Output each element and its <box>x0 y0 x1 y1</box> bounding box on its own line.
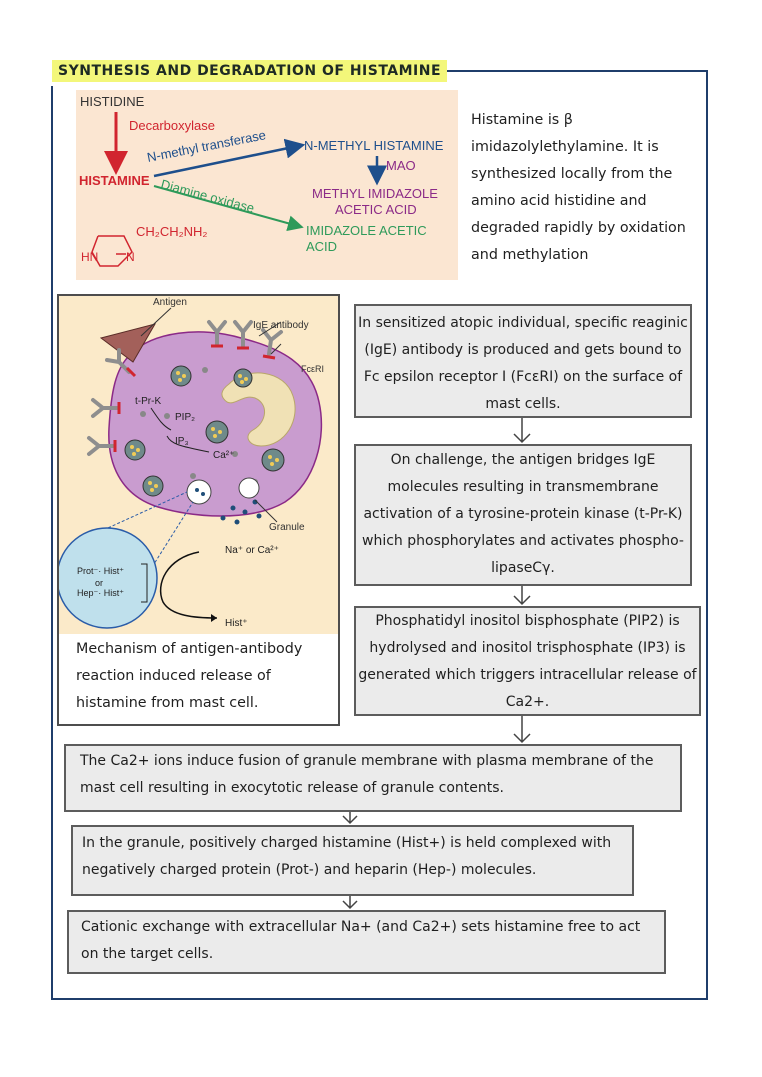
side-chain-label: CH₂CH₂NH₂ <box>136 224 207 239</box>
ige-antibody-label: IgE antibody <box>253 320 309 331</box>
signal-arrow-1 <box>150 407 172 431</box>
fc-receptor-pointer <box>270 343 282 355</box>
histamine-label: HISTAMINE <box>79 173 150 188</box>
zoom-line-2 <box>114 501 194 627</box>
exocytosis-vesicles <box>186 477 260 505</box>
step-box-3: Phosphatidyl inositol bisphosphate (PIP2… <box>354 606 701 716</box>
pip2-label: PIP₂ <box>175 412 195 423</box>
ip3-label: IP₃ <box>175 436 189 447</box>
arrow-down-5 <box>342 896 358 910</box>
intro-text: Histamine is β imidazolylethylamine. It … <box>471 112 686 263</box>
step-box-2: On challenge, the antigen bridges IgE mo… <box>354 444 692 586</box>
step-box-1: In sensitized atopic individual, specifi… <box>354 304 692 418</box>
histamine-pathway-diagram: HISTIDINE Decarboxylase HISTAMINE N-meth… <box>76 90 458 280</box>
granule-pointer <box>254 499 278 523</box>
imidazole-ring-structure <box>91 235 133 267</box>
na-ca-label: Na⁺ or Ca²⁺ <box>225 545 279 556</box>
frame-top-line <box>433 70 708 72</box>
antigen-label: Antigen <box>153 297 187 308</box>
antigen-pointer <box>140 307 172 337</box>
frame-left-line <box>51 86 53 1000</box>
ring-hn-label: HN <box>81 250 98 264</box>
or-label: or <box>95 578 103 588</box>
ige-antibodies <box>87 320 283 456</box>
zoom-line-1 <box>98 491 188 533</box>
arrow-down-2 <box>513 586 531 606</box>
hep-hist-label: Hep⁻· Hist⁺ <box>77 588 124 598</box>
imidazole-line1: IMIDAZOLE ACETIC <box>306 223 427 238</box>
diamine-oxidase-arrow <box>153 185 304 232</box>
fc-receptor-label: FcεRI <box>301 364 324 374</box>
methyl-imidazole-line1: METHYL IMIDAZOLE <box>312 186 438 201</box>
t-pr-k-label: t-Pr-K <box>135 396 161 407</box>
mao-label: MAO <box>386 158 416 173</box>
prot-hist-label: Prot⁻· Hist⁺ <box>77 566 124 576</box>
ring-n-label: N <box>126 250 135 264</box>
imidazole-line2: ACID <box>306 239 337 254</box>
mast-cell-diagram: Antigen IgE antibody FcεRI t-Pr-K PIP₂ I… <box>59 296 338 634</box>
frame-bottom-line <box>51 998 708 1000</box>
arrow-down-3 <box>513 716 531 744</box>
arrow-down-1 <box>513 418 531 444</box>
granule-label: Granule <box>269 522 305 533</box>
ige-pointer <box>258 321 282 337</box>
histidine-label: HISTIDINE <box>80 94 145 109</box>
ca2-label: Ca²⁺ <box>213 450 234 461</box>
arrow-down-4 <box>342 812 358 825</box>
pathway-background <box>76 90 458 280</box>
nucleus <box>221 372 296 447</box>
page-title: SYNTHESIS AND DEGRADATION OF HISTAMINE <box>52 60 448 82</box>
n-methyl-arrow <box>153 138 306 178</box>
mast-cell-caption: Mechanism of antigen-antibody reaction i… <box>76 641 303 711</box>
fc-receptors <box>113 344 276 452</box>
decarboxylase-label: Decarboxylase <box>129 118 215 133</box>
methyl-imidazole-line2: ACETIC ACID <box>335 202 417 217</box>
zoomed-granule <box>59 527 158 629</box>
step-box-4: The Ca2+ ions induce fusion of granule m… <box>64 744 682 812</box>
granules <box>124 365 285 497</box>
n-methyl-histamine-label: N-METHYL HISTAMINE <box>304 138 444 153</box>
cation-exchange-arrow <box>159 551 218 619</box>
frame-right-line <box>706 70 708 1000</box>
step-box-5: In the granule, positively charged hista… <box>71 825 634 896</box>
hist-label: Hist⁺ <box>225 618 248 629</box>
granule-dots <box>130 371 279 492</box>
step-box-6: Cationic exchange with extracellular Na+… <box>67 910 666 974</box>
signal-arrow-2 <box>166 435 210 453</box>
complex-bracket <box>141 563 148 603</box>
released-histamine-dots <box>195 488 262 525</box>
